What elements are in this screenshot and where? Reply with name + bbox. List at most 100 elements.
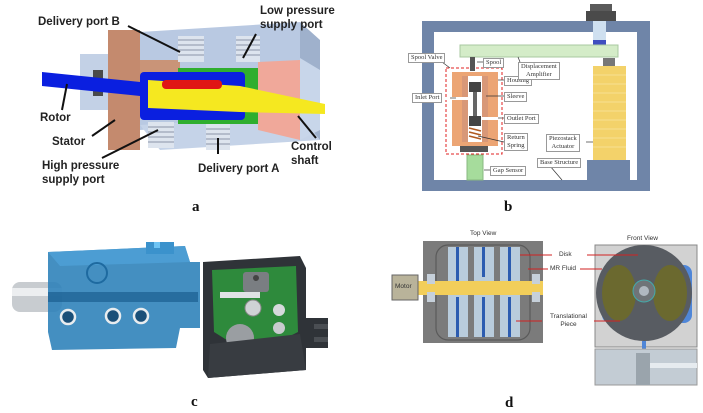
threads-port-b — [178, 36, 204, 62]
leader-lines — [441, 56, 593, 181]
label-low-pressure-1: Low pressure — [260, 5, 335, 17]
right-flange — [300, 58, 320, 140]
bearing-tl — [427, 274, 435, 284]
caption-b: b — [504, 199, 513, 215]
connector-slot-1 — [314, 324, 328, 329]
label-high-pressure-2: supply port — [42, 174, 105, 186]
spool-stem — [470, 57, 475, 71]
label-spool-valve: Spool Valve — [408, 53, 446, 63]
panel-a: Delivery port B Low pressure supply port… — [0, 0, 360, 215]
label-low-pressure-2: supply port — [260, 19, 323, 31]
label-sleeve: Sleeve — [504, 92, 528, 102]
label-piezo-line1: Piezostack — [549, 135, 577, 142]
label-return-line2: Spring — [507, 142, 525, 149]
bearing-bl — [427, 292, 435, 302]
label-inlet-port: Inlet Port — [412, 93, 443, 103]
motor-box — [391, 274, 419, 301]
bearing-br — [532, 292, 540, 302]
inlet-channel — [434, 97, 468, 100]
label-front-view: Front View — [627, 235, 658, 242]
label-mr-fluid: MR Fluid — [550, 265, 577, 272]
label-motor: Motor — [395, 283, 412, 290]
spool-land-upper — [469, 82, 481, 92]
outlet-fitting — [636, 353, 650, 385]
panel-c: c — [0, 220, 360, 413]
label-return-line1: Return — [507, 134, 525, 141]
panel-d: Top View Front View Motor Disk MR Fluid … — [370, 225, 703, 413]
translational-piece-left — [602, 265, 636, 321]
label-outlet-port: Outlet Port — [504, 114, 539, 124]
label-gap-sensor: Gap Sensor — [490, 166, 527, 176]
translational-bars — [456, 247, 511, 337]
label-displacement-line1: Displacement — [521, 63, 557, 70]
label-disk: Disk — [559, 251, 572, 258]
pinion-gear — [244, 299, 262, 317]
case-front-lip — [208, 334, 306, 378]
label-translational-line1: Translational — [550, 313, 587, 320]
capacitor-2 — [273, 322, 285, 334]
label-delivery-port-a: Delivery port A — [198, 163, 280, 175]
valve-render — [12, 242, 328, 378]
label-rotor: Rotor — [40, 112, 71, 124]
outlet-tube — [650, 363, 697, 368]
outlet-channel — [482, 117, 502, 120]
connector-slot-2 — [314, 337, 328, 342]
label-translational-line2: Piece — [560, 321, 577, 328]
motor-shaft — [413, 281, 543, 295]
caption-c: c — [191, 394, 198, 410]
sensor-pin — [253, 275, 259, 281]
label-stator: Stator — [52, 136, 86, 148]
label-displacement-amplifier: Displacement Amplifier — [518, 62, 560, 80]
port-ring-1 — [59, 308, 77, 326]
translational-piece-right — [653, 265, 687, 321]
mr-valve-views — [391, 241, 698, 386]
label-piezo-line2: Actuator — [551, 143, 575, 150]
capacitor-1 — [273, 304, 285, 316]
pcb-shaft — [220, 292, 260, 298]
label-displacement-line2: Amplifier — [526, 71, 552, 78]
red-leaders — [516, 254, 638, 322]
label-delivery-port-b: Delivery port B — [38, 16, 120, 28]
piezo-layers — [593, 74, 626, 148]
spool-base-plate — [460, 146, 488, 152]
label-control-1: Control — [291, 141, 332, 153]
rotor — [42, 72, 140, 96]
label-base-structure: Base Structure — [537, 158, 582, 168]
gap-sensor — [466, 154, 484, 181]
adjust-knob — [586, 11, 616, 21]
side-connector — [306, 318, 328, 348]
piezo-valve-schematic — [422, 4, 650, 191]
screw-shaft — [593, 21, 606, 41]
shaft-highlight — [12, 288, 62, 296]
panel-b: Spool Valve Spool Housing Inlet Port Sle… — [390, 0, 703, 220]
connector-light — [154, 242, 160, 248]
spool-rod — [473, 92, 477, 116]
label-control-2: shaft — [291, 155, 319, 167]
label-piezostack-actuator: Piezostack Actuator — [546, 134, 580, 152]
hub-center — [639, 286, 649, 296]
label-spool: Spool — [483, 58, 505, 68]
port-ring-3 — [132, 307, 150, 325]
threads-high-pressure — [148, 122, 174, 148]
spool-core — [162, 80, 222, 89]
return-spring — [468, 127, 482, 140]
label-translational-piece: Translational Piece — [550, 313, 587, 329]
caption-a: a — [192, 199, 200, 215]
piezo-base — [587, 160, 630, 180]
internal-gear — [86, 262, 108, 284]
label-top-view: Top View — [470, 230, 497, 237]
displacement-amplifier — [459, 44, 619, 58]
piezo-tip — [603, 58, 615, 66]
mr-plates — [448, 247, 520, 337]
rotary-valve-cutaway — [42, 22, 325, 159]
leader-arrows — [61, 25, 317, 159]
port-ring-2 — [104, 307, 122, 325]
label-high-pressure-1: High pressure — [42, 160, 120, 172]
caption-d: d — [505, 395, 514, 411]
sensor-chip — [243, 272, 269, 292]
bearing-tr — [532, 274, 540, 284]
label-return-spring: Return Spring — [504, 133, 528, 151]
internal-bore — [48, 292, 198, 302]
adjust-knob-top — [590, 4, 612, 12]
piezostack-actuator — [593, 66, 626, 161]
